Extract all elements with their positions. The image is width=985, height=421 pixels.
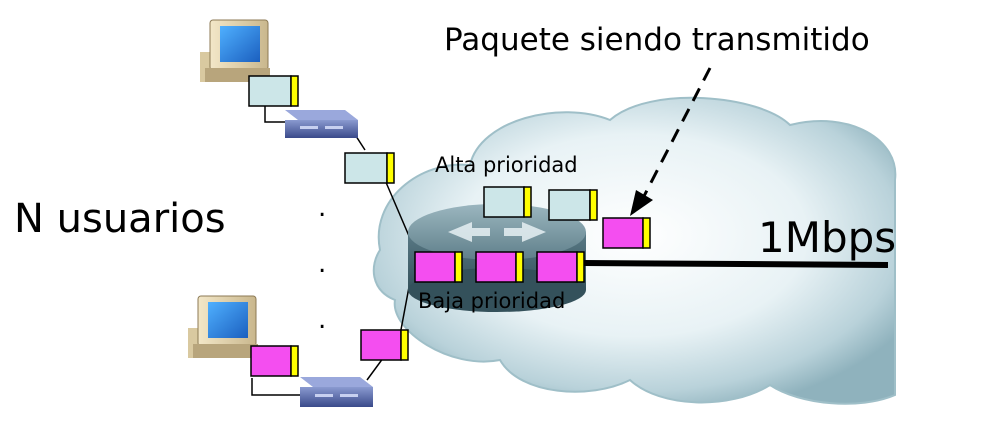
packet-icon: [248, 75, 299, 107]
packet-icon: [536, 251, 585, 283]
ellipsis-dot: .: [318, 249, 326, 279]
packet-icon: [414, 251, 463, 283]
cloud-icon: [372, 96, 897, 405]
packet-icon: [360, 329, 409, 361]
packet-icon: [475, 251, 524, 283]
link-speed-label: 1Mbps: [758, 213, 896, 262]
arrow-icon: [630, 67, 712, 216]
computer-icon: [200, 19, 270, 82]
users-label: N usuarios: [14, 196, 226, 242]
packet-icon: [250, 345, 299, 377]
packet-icon: [548, 189, 598, 221]
low-priority-label: Baja prioridad: [418, 289, 565, 313]
packet-icon: [602, 217, 651, 249]
packet-icon: [483, 186, 532, 218]
packet-transmitting-label: Paquete siendo transmitido: [444, 22, 870, 58]
packet-icon: [344, 152, 395, 184]
high-priority-label: Alta prioridad: [435, 153, 578, 177]
switch-icon: [285, 110, 358, 138]
output-link: [583, 260, 889, 268]
ellipsis-dot: .: [318, 193, 326, 223]
computer-icon: [188, 295, 258, 358]
switch-icon: [300, 377, 373, 407]
ellipsis-dot: .: [318, 305, 326, 335]
